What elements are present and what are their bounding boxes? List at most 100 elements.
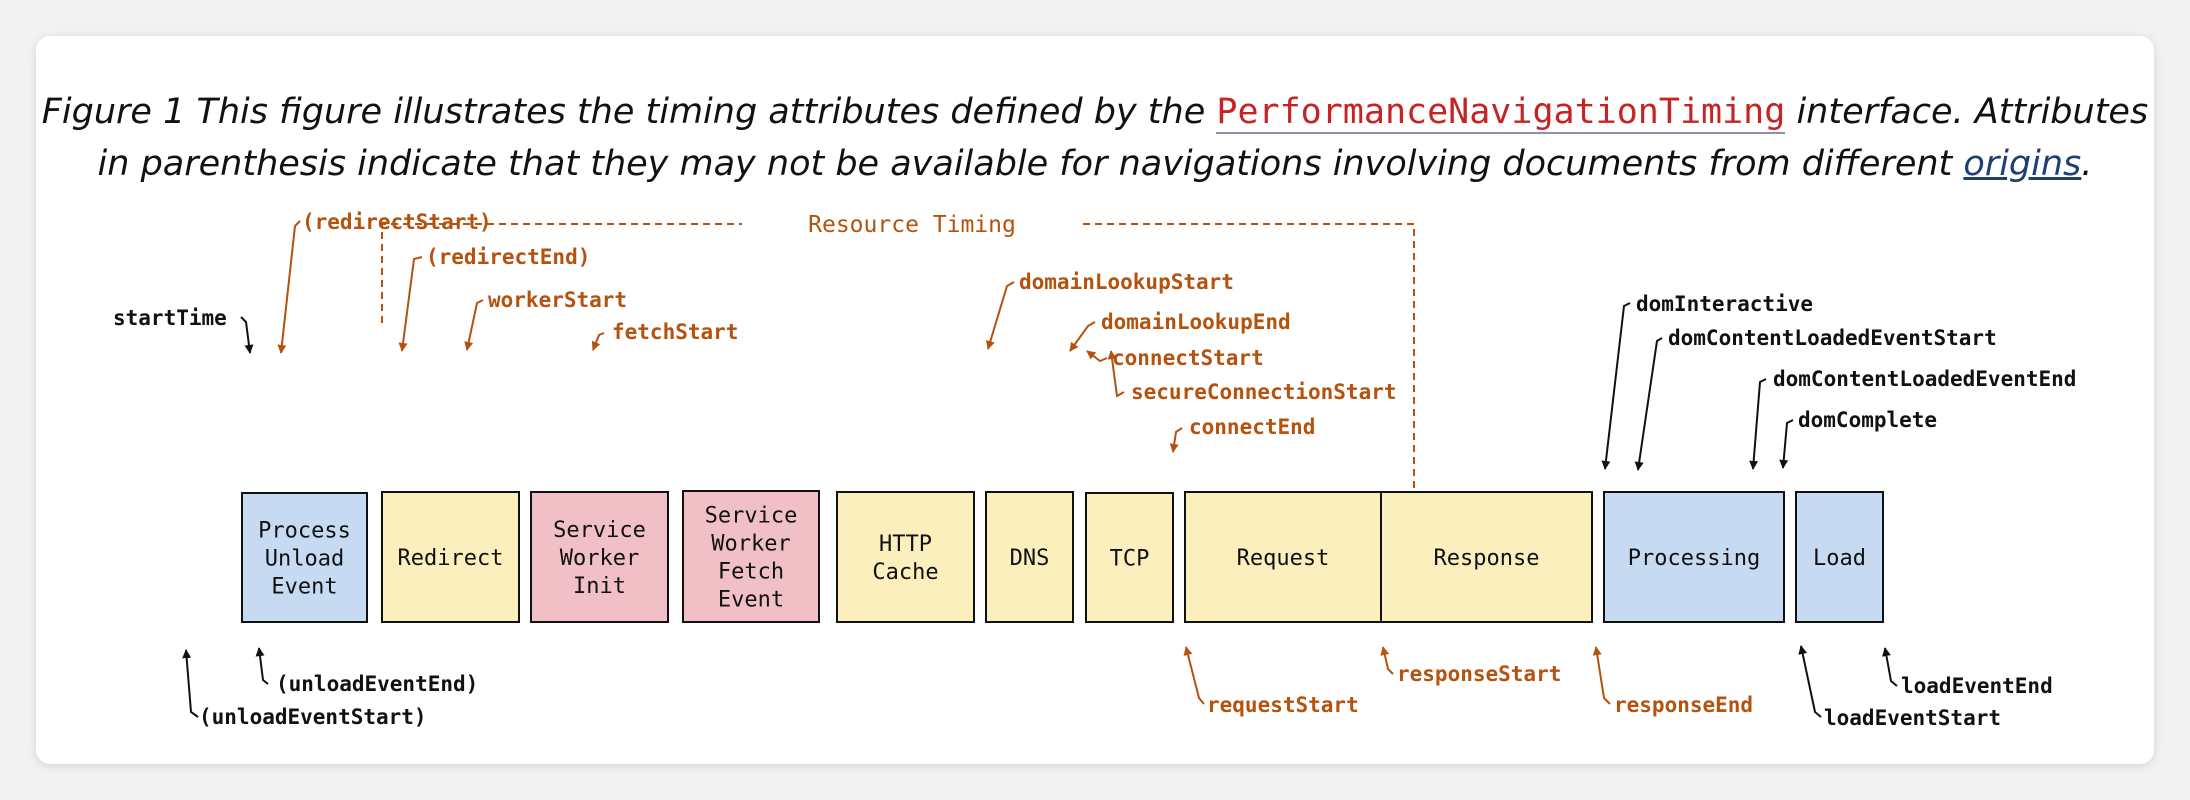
phase-box-load bbox=[1795, 491, 1884, 623]
attr-domainLookupEnd: domainLookupEnd bbox=[1069, 310, 1291, 352]
arrow-loadEventEnd bbox=[1882, 647, 1898, 687]
arrow-domContentLoadedEventEnd bbox=[1749, 378, 1767, 470]
phase-processing: Processing bbox=[1603, 491, 1785, 623]
label-loadEventEnd: loadEventEnd bbox=[1901, 674, 2053, 698]
phase-label-service-worker-fetch-event: Worker bbox=[711, 532, 790, 557]
arrow-responseStart bbox=[1380, 646, 1394, 675]
arrow-workerStart bbox=[464, 299, 484, 351]
phase-box-processing bbox=[1603, 491, 1785, 623]
attr-domContentLoadedEventEnd: domContentLoadedEventEnd bbox=[1749, 367, 2076, 470]
phase-response: Response bbox=[1380, 491, 1593, 623]
caption-line-1: Figure 1 This figure illustrates the tim… bbox=[36, 86, 2154, 138]
arrow-redirectStart bbox=[277, 220, 301, 354]
arrow-responseEnd bbox=[1592, 646, 1611, 705]
arrow-domContentLoadedEventStart bbox=[1634, 337, 1663, 471]
label-unloadEventStart: (unloadEventStart) bbox=[199, 705, 427, 729]
label-secureConnectionStart: secureConnectionStart bbox=[1131, 380, 1397, 404]
attr-domainLookupStart: domainLookupStart bbox=[986, 270, 1234, 350]
phase-box-response bbox=[1380, 491, 1593, 623]
figure-caption: Figure 1 This figure illustrates the tim… bbox=[36, 86, 2154, 190]
label-responseStart: responseStart bbox=[1397, 662, 1561, 686]
attr-domComplete: domComplete bbox=[1779, 408, 1937, 469]
phase-label-process-unload-event: Event bbox=[271, 575, 337, 600]
attr-unloadEventStart: (unloadEventStart) bbox=[182, 649, 427, 729]
resource-timing-label: Resource Timing bbox=[808, 212, 1016, 238]
label-domainLookupEnd: domainLookupEnd bbox=[1101, 310, 1291, 334]
phase-box-service-worker-init bbox=[530, 491, 669, 623]
arrow-connectEnd bbox=[1169, 427, 1183, 453]
phase-label-service-worker-init: Init bbox=[573, 574, 626, 599]
caption-line-2: in parenthesis indicate that they may no… bbox=[36, 138, 2154, 190]
attr-requestStart: requestStart bbox=[1183, 646, 1359, 717]
caption-text-end: . bbox=[2081, 144, 2093, 184]
label-domInteractive: domInteractive bbox=[1636, 292, 1813, 316]
phase-label-request: Request bbox=[1237, 546, 1330, 571]
timing-attributes: startTime (unloadEventStart) (unloadEventE… bbox=[113, 210, 2076, 730]
arrow-connectStart bbox=[1086, 350, 1108, 363]
attr-loadEventStart: loadEventStart bbox=[1798, 645, 2001, 730]
phase-redirect: Redirect bbox=[381, 491, 520, 623]
attr-startTime: startTime bbox=[113, 306, 254, 354]
arrow-domainLookupStart bbox=[986, 281, 1015, 350]
phase-box-tcp bbox=[1085, 492, 1174, 623]
label-loadEventStart: loadEventStart bbox=[1824, 706, 2001, 730]
phase-label-redirect: Redirect bbox=[398, 546, 504, 571]
phase-tcp: TCP bbox=[1085, 492, 1174, 623]
phase-label-process-unload-event: Unload bbox=[265, 547, 344, 572]
phase-request: Request bbox=[1184, 491, 1382, 623]
attr-connectStart: connectStart bbox=[1086, 346, 1264, 370]
phase-label-service-worker-fetch-event: Fetch bbox=[718, 560, 784, 585]
interface-link[interactable]: PerformanceNavigationTiming bbox=[1216, 92, 1786, 134]
phase-label-response: Response bbox=[1434, 546, 1540, 571]
phase-box-service-worker-fetch-event bbox=[682, 490, 820, 623]
resource-timing-bracket: Resource Timing bbox=[381, 212, 1415, 491]
phase-label-service-worker-fetch-event: Service bbox=[705, 504, 798, 529]
attr-connectEnd: connectEnd bbox=[1169, 415, 1315, 453]
attr-domContentLoadedEventStart: domContentLoadedEventStart bbox=[1634, 326, 1997, 471]
label-domContentLoadedEventStart: domContentLoadedEventStart bbox=[1668, 326, 1997, 350]
origins-link[interactable]: origins bbox=[1963, 144, 2082, 184]
phase-label-tcp: TCP bbox=[1110, 547, 1150, 572]
phase-label-http-cache: HTTP bbox=[879, 532, 932, 557]
attr-secureConnectionStart: secureConnectionStart bbox=[1107, 350, 1397, 404]
arrow-secureConnectionStart bbox=[1107, 350, 1125, 398]
label-connectStart: connectStart bbox=[1112, 346, 1264, 370]
label-startTime: startTime bbox=[113, 306, 227, 330]
caption-text-middle: interface. Attributes bbox=[1785, 92, 2149, 132]
attr-redirectEnd: (redirectEnd) bbox=[398, 245, 590, 352]
arrow-unloadEventStart bbox=[182, 649, 199, 718]
label-domContentLoadedEventEnd: domContentLoadedEventEnd bbox=[1773, 367, 2076, 391]
attr-workerStart: workerStart bbox=[464, 288, 627, 351]
phase-label-load: Load bbox=[1813, 546, 1866, 571]
phase-load: Load bbox=[1795, 491, 1884, 623]
phase-box-process-unload-event bbox=[241, 492, 368, 623]
phase-label-process-unload-event: Process bbox=[258, 519, 351, 544]
arrow-redirectEnd bbox=[398, 256, 423, 352]
attr-domInteractive: domInteractive bbox=[1601, 292, 1813, 470]
bracket-right-line bbox=[1083, 223, 1415, 491]
bracket-left-line bbox=[381, 223, 742, 323]
caption-text-line2: in parenthesis indicate that they may no… bbox=[97, 144, 1964, 184]
caption-text-before: This figure illustrates the timing attri… bbox=[185, 92, 1217, 132]
phase-box-dns bbox=[985, 491, 1074, 623]
phase-label-service-worker-fetch-event: Event bbox=[718, 588, 784, 613]
attr-responseEnd: responseEnd bbox=[1592, 646, 1753, 717]
phase-box-http-cache bbox=[836, 491, 975, 623]
label-redirectStart: (redirectStart) bbox=[302, 210, 492, 234]
label-responseEnd: responseEnd bbox=[1614, 693, 1753, 717]
attr-redirectStart: (redirectStart) bbox=[277, 210, 492, 354]
figure-label: Figure 1 bbox=[41, 92, 186, 132]
label-workerStart: workerStart bbox=[488, 288, 627, 312]
phase-label-processing: Processing bbox=[1628, 546, 1760, 571]
arrow-domComplete bbox=[1779, 419, 1794, 469]
attr-fetchStart: fetchStart bbox=[591, 320, 738, 351]
arrow-requestStart bbox=[1183, 646, 1205, 705]
phase-box-redirect bbox=[381, 491, 520, 623]
label-unloadEventEnd: (unloadEventEnd) bbox=[276, 672, 478, 696]
attr-responseStart: responseStart bbox=[1380, 646, 1561, 686]
label-connectEnd: connectEnd bbox=[1189, 415, 1315, 439]
